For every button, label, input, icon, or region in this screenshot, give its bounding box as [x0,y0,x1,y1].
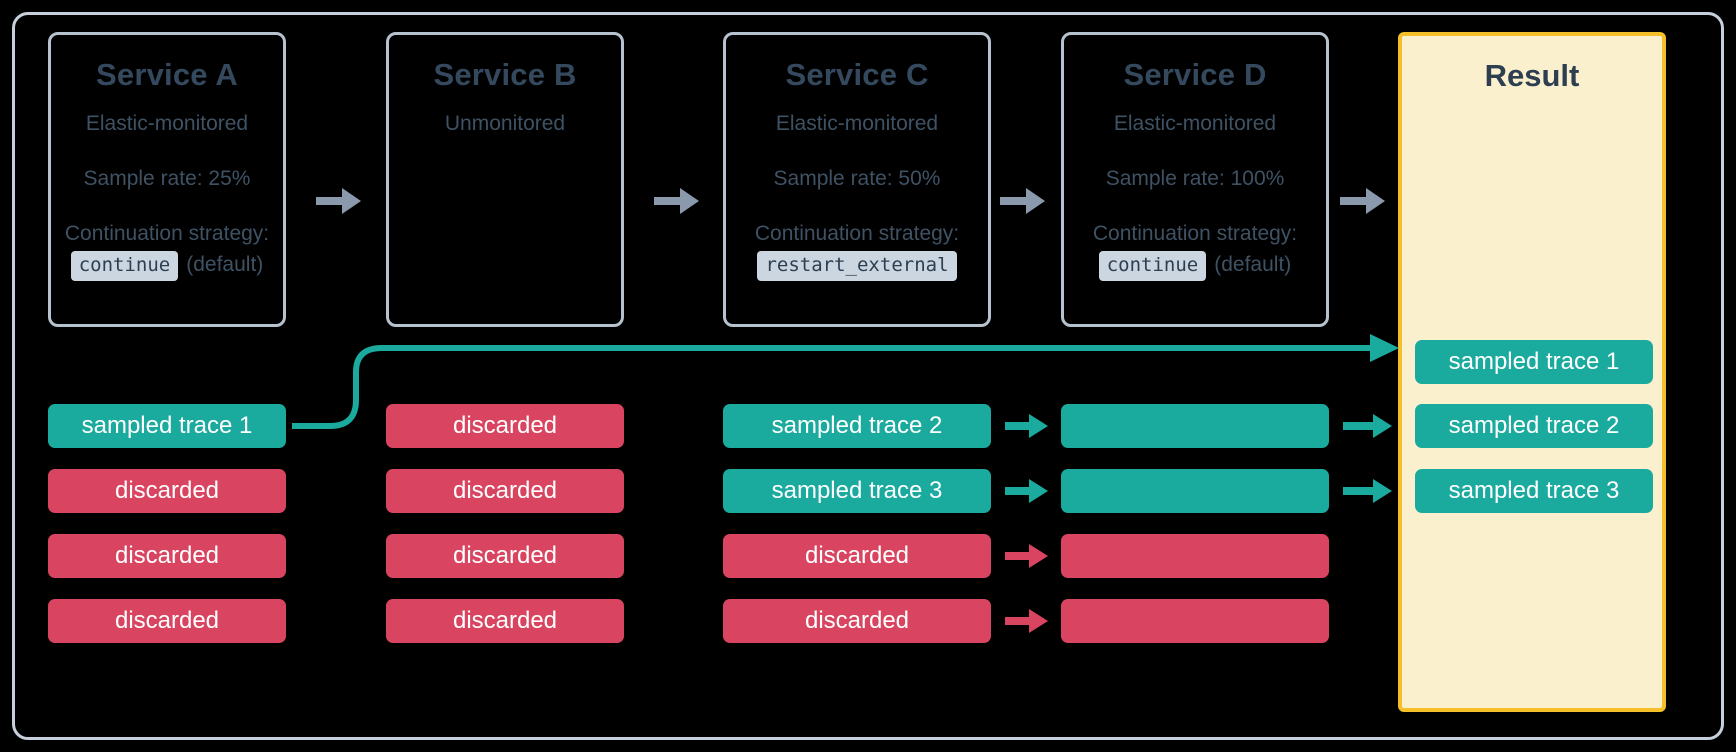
service-a-sample-rate: Sample rate: 25% [83,166,251,190]
result-trace-1: sampled trace 1 [1415,340,1653,384]
result-title: Result [1484,58,1580,93]
trace-c-1-label: sampled trace 2 [771,412,943,439]
service-d-monitoring: Elastic-monitored [1113,111,1277,135]
trace-b-2-label: discarded [452,477,558,504]
service-a-strategy-note: (default) [186,253,264,277]
service-a-strategy-label: Continuation strategy: [64,222,270,246]
service-c-title: Service C [785,57,929,92]
trace-d-4 [1061,599,1329,643]
service-a-monitoring: Elastic-monitored [85,111,249,135]
service-d-strategy-value: continue [1098,251,1207,282]
trace-a-1-label: sampled trace 1 [81,412,253,439]
service-box-a: Service A Elastic-monitored Sample rate:… [48,32,286,327]
service-d-strategy-label: Continuation strategy: [1092,222,1298,246]
trace-b-2: discarded [386,469,624,513]
service-a-strategy-value: continue [70,251,179,282]
service-d-title: Service D [1123,57,1267,92]
result-trace-2: sampled trace 2 [1415,404,1653,448]
trace-b-4: discarded [386,599,624,643]
service-a-title: Service A [96,57,238,92]
trace-c-2-label: sampled trace 3 [771,477,943,504]
service-c-strategy-value: restart_external [757,251,957,282]
trace-a-2: discarded [48,469,286,513]
trace-c-1: sampled trace 2 [723,404,991,448]
flow-arrow-d-to-result [1340,188,1385,214]
trace-arrow-d1-to-result2 [1343,414,1392,438]
service-c-strategy-row: restart_external [726,251,988,282]
trace-d-3 [1061,534,1329,578]
result-trace-3-label: sampled trace 3 [1448,477,1620,504]
trace-arrow-c3-to-d3 [1005,544,1048,568]
trace-a-2-label: discarded [114,477,220,504]
result-trace-3: sampled trace 3 [1415,469,1653,513]
service-b-monitoring: Unmonitored [444,111,566,135]
service-a-strategy-row: continue (default) [51,251,283,282]
service-box-c: Service C Elastic-monitored Sample rate:… [723,32,991,327]
service-d-sample-rate: Sample rate: 100% [1105,166,1285,190]
trace-arrow-c2-to-d2 [1005,479,1048,503]
trace-arrow-d2-to-result3 [1343,479,1392,503]
trace-c-3-label: discarded [804,542,910,569]
trace-d-2 [1061,469,1329,513]
trace-c-4-label: discarded [804,607,910,634]
flow-arrow-c-to-d [1000,188,1045,214]
trace-a-3: discarded [48,534,286,578]
trace-c-4: discarded [723,599,991,643]
result-trace-2-label: sampled trace 2 [1448,412,1620,439]
trace-arrow-c1-to-d1 [1005,414,1048,438]
service-box-b: Service B Unmonitored [386,32,624,327]
trace-a-3-label: discarded [114,542,220,569]
service-d-strategy-note: (default) [1214,253,1292,277]
service-box-d: Service D Elastic-monitored Sample rate:… [1061,32,1329,327]
trace-b-1-label: discarded [452,412,558,439]
service-c-monitoring: Elastic-monitored [775,111,939,135]
trace-b-3: discarded [386,534,624,578]
service-d-strategy-row: continue (default) [1064,251,1326,282]
trace-b-4-label: discarded [452,607,558,634]
trace-a-4: discarded [48,599,286,643]
trace-c-2: sampled trace 3 [723,469,991,513]
trace-d-1 [1061,404,1329,448]
flow-arrow-b-to-c [654,188,699,214]
trace-arrow-c4-to-d4 [1005,609,1048,633]
service-c-sample-rate: Sample rate: 50% [773,166,941,190]
service-c-strategy-label: Continuation strategy: [754,222,960,246]
trace-a-1: sampled trace 1 [48,404,286,448]
flow-arrow-a-to-b [316,188,361,214]
trace-b-1: discarded [386,404,624,448]
trace-c-3: discarded [723,534,991,578]
trace-a-4-label: discarded [114,607,220,634]
service-b-title: Service B [433,57,577,92]
result-trace-1-label: sampled trace 1 [1448,348,1620,375]
trace-b-3-label: discarded [452,542,558,569]
